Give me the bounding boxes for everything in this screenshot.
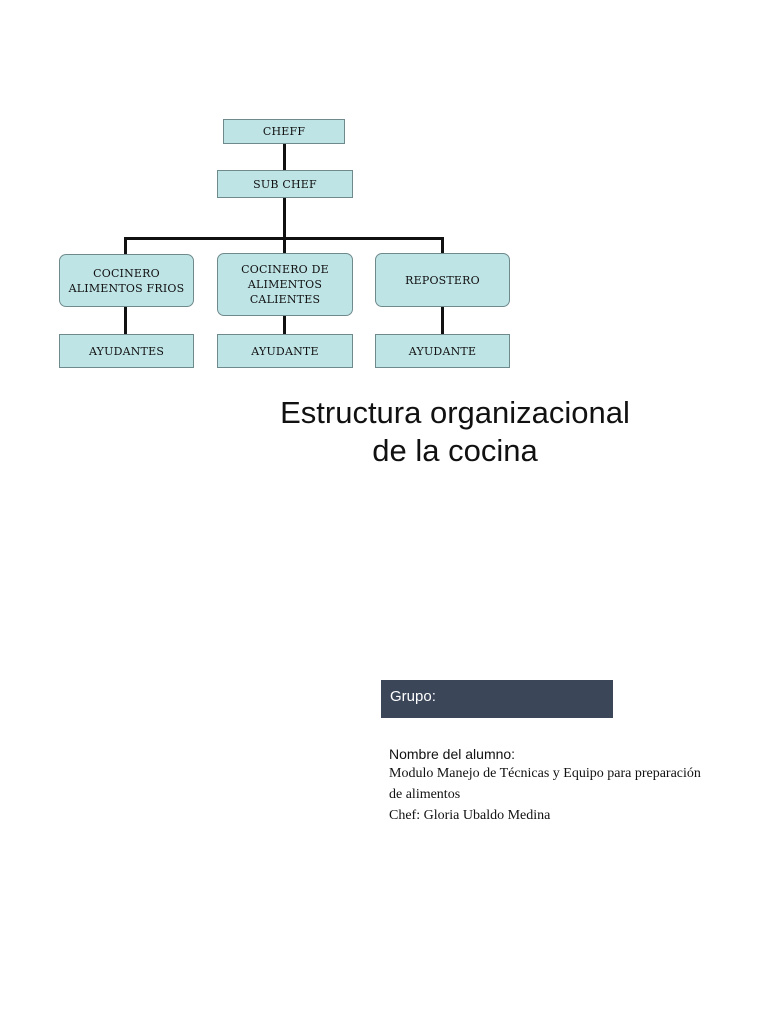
org-node-pastry-helper-label: AYUDANTE [408, 344, 477, 358]
org-node-pastry: REPOSTERO [375, 253, 510, 307]
org-node-hot-helper: AYUDANTE [217, 334, 353, 368]
org-node-chef: CHEFF [223, 119, 345, 144]
org-node-chef-label: CHEFF [262, 125, 306, 138]
connector-bus-cold [124, 237, 127, 254]
org-node-hot-cook-label: COCINERO DE ALIMENTOS CALIENTES [241, 263, 329, 306]
document-title-line-1: Estructura organizacional [280, 395, 630, 430]
connector-bus-pastry [441, 237, 444, 253]
module-line-2: de alimentos [389, 787, 461, 802]
connector-bus-hot [283, 237, 286, 253]
org-node-pastry-helper: AYUDANTE [375, 334, 510, 368]
document-title-line-2: de la cocina [372, 433, 538, 468]
org-node-cold-helpers-label: AYUDANTES [88, 344, 165, 358]
org-node-cold-cook-label: COCINERO ALIMENTOS FRIOS [68, 266, 185, 295]
info-block: Nombre del alumno: Modulo Manejo de Técn… [389, 745, 759, 826]
org-node-cold-cook: COCINERO ALIMENTOS FRIOS [59, 254, 194, 307]
document-title: Estructura organizacional de la cocina [240, 394, 670, 470]
org-node-hot-helper-label: AYUDANTE [251, 344, 319, 358]
student-name-label: Nombre del alumno: [389, 746, 516, 762]
org-node-pastry-label: REPOSTERO [405, 273, 480, 287]
module-line-1: Modulo Manejo de Técnicas y Equipo para … [389, 766, 701, 781]
org-node-hot-cook: COCINERO DE ALIMENTOS CALIENTES [217, 253, 353, 316]
org-node-sub-chef: SUB CHEF [217, 170, 353, 198]
connector-hot-helper [283, 316, 286, 334]
connector-cold-helpers [124, 307, 127, 334]
connector-pastry-helper [441, 307, 444, 334]
connector-subchef-bus [283, 198, 286, 240]
chef-name: Chef: Gloria Ubaldo Medina [389, 808, 551, 823]
group-label: Grupo: [390, 688, 436, 705]
org-node-cold-helpers: AYUDANTES [59, 334, 194, 368]
group-bar: Grupo: [381, 680, 613, 718]
connector-chef-subchef [283, 144, 286, 170]
org-node-sub-chef-label: SUB CHEF [253, 177, 317, 191]
